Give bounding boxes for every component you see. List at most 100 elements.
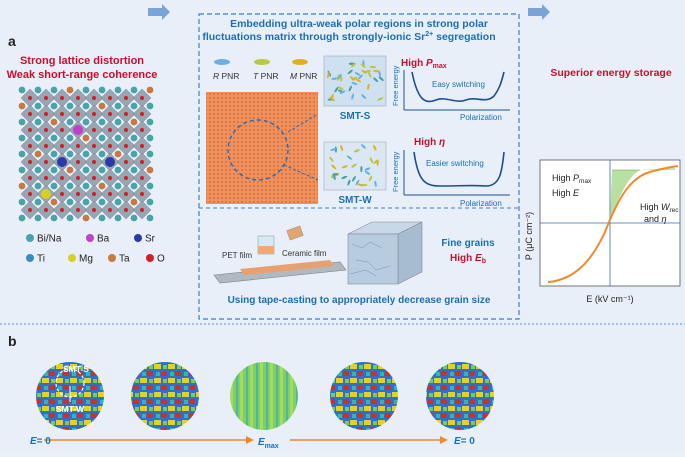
pnr-mark bbox=[350, 63, 356, 68]
left-title-1: Strong lattice distortion bbox=[20, 55, 144, 67]
pnr-mark bbox=[331, 77, 338, 80]
atom bbox=[98, 86, 106, 94]
atom bbox=[60, 208, 64, 212]
atom bbox=[124, 144, 128, 148]
atom bbox=[66, 198, 74, 206]
domain-circle-3 bbox=[230, 362, 298, 430]
atom bbox=[98, 182, 106, 190]
atom bbox=[34, 102, 42, 110]
pnr-mark bbox=[337, 73, 342, 80]
atom bbox=[60, 128, 64, 132]
atom bbox=[34, 150, 42, 158]
pnr-mark bbox=[361, 94, 367, 99]
atom bbox=[140, 128, 144, 132]
svg-text:High η: High η bbox=[414, 137, 445, 148]
atom bbox=[18, 86, 26, 94]
segregation-circle bbox=[227, 119, 289, 181]
pnr-mark bbox=[361, 183, 368, 187]
tape-casting-illustration: PET film Ceramic film Fine grains High E… bbox=[213, 221, 495, 285]
ceramic-grain-matrix bbox=[206, 92, 318, 204]
atom bbox=[76, 176, 80, 180]
atom bbox=[130, 134, 138, 142]
legend-swatch bbox=[134, 234, 142, 242]
pnr-mark bbox=[334, 87, 339, 93]
atom bbox=[146, 166, 154, 174]
atom bbox=[82, 150, 90, 158]
atom bbox=[114, 182, 122, 190]
atom bbox=[124, 96, 128, 100]
atom bbox=[41, 189, 51, 199]
pnr-mark bbox=[329, 96, 335, 102]
atom bbox=[28, 176, 32, 180]
left-title-2: Weak short-range coherence bbox=[7, 69, 158, 81]
easy-switching-label: Easy switching bbox=[432, 80, 485, 89]
right-label-wrec: High Wrec bbox=[640, 202, 679, 214]
pnr-mark bbox=[378, 70, 381, 77]
atom bbox=[28, 208, 32, 212]
legend-label: Ti bbox=[37, 254, 45, 265]
legend-label: O bbox=[157, 254, 165, 265]
pnr-mark bbox=[347, 179, 351, 186]
atom bbox=[50, 134, 58, 142]
polarization-label: Polarization bbox=[460, 199, 502, 208]
atom bbox=[44, 176, 48, 180]
atom bbox=[44, 160, 48, 164]
atom bbox=[108, 192, 112, 196]
atom bbox=[18, 198, 26, 206]
pnr-mark bbox=[368, 175, 373, 182]
atom bbox=[82, 86, 90, 94]
atom bbox=[50, 150, 58, 158]
atom bbox=[50, 182, 58, 190]
pnr-mark bbox=[337, 86, 344, 91]
atom bbox=[66, 134, 74, 142]
atom bbox=[130, 86, 138, 94]
right-label-pmax: High Pmax bbox=[552, 173, 592, 185]
pet-film-label: PET film bbox=[222, 251, 252, 260]
svg-text:High Pmax: High Pmax bbox=[401, 58, 447, 70]
atom bbox=[18, 214, 26, 222]
atom bbox=[66, 214, 74, 222]
atom bbox=[98, 214, 106, 222]
e-zero-end: E= 0 bbox=[454, 436, 475, 447]
pnr-mark bbox=[358, 74, 363, 80]
atom bbox=[146, 118, 154, 126]
panel-b-label: b bbox=[8, 333, 17, 349]
atom bbox=[50, 166, 58, 174]
atom bbox=[146, 134, 154, 142]
atom bbox=[108, 96, 112, 100]
atom bbox=[18, 118, 26, 126]
arrow-icon bbox=[528, 4, 550, 20]
atom bbox=[60, 144, 64, 148]
pointer-line bbox=[287, 113, 319, 133]
pnr-mark bbox=[351, 93, 354, 100]
atom bbox=[130, 214, 138, 222]
legend-label: Sr bbox=[145, 234, 156, 245]
atom bbox=[98, 134, 106, 142]
arrow-icon bbox=[148, 4, 170, 20]
atom bbox=[66, 86, 74, 94]
right-label-e: High E bbox=[552, 188, 580, 198]
atom bbox=[28, 112, 32, 116]
pnr-mark bbox=[373, 69, 380, 73]
legend-swatch bbox=[68, 254, 76, 262]
pnr-mark bbox=[341, 175, 348, 180]
atom bbox=[114, 150, 122, 158]
atom bbox=[66, 118, 74, 126]
atom bbox=[82, 102, 90, 110]
pnr-mark bbox=[340, 75, 343, 82]
atom bbox=[82, 118, 90, 126]
pnr-mark bbox=[360, 165, 363, 173]
domain-circle-4 bbox=[330, 362, 398, 430]
atom bbox=[114, 198, 122, 206]
center-title-1: Embedding ultra-weak polar regions in st… bbox=[230, 18, 488, 30]
atom bbox=[98, 150, 106, 158]
atom bbox=[124, 208, 128, 212]
atom bbox=[28, 160, 32, 164]
pnr-mark bbox=[364, 167, 371, 171]
smt-s-label-b: SMT-S bbox=[63, 364, 89, 374]
pnr-mark bbox=[360, 63, 366, 68]
atom bbox=[98, 102, 106, 110]
atom bbox=[60, 192, 64, 196]
